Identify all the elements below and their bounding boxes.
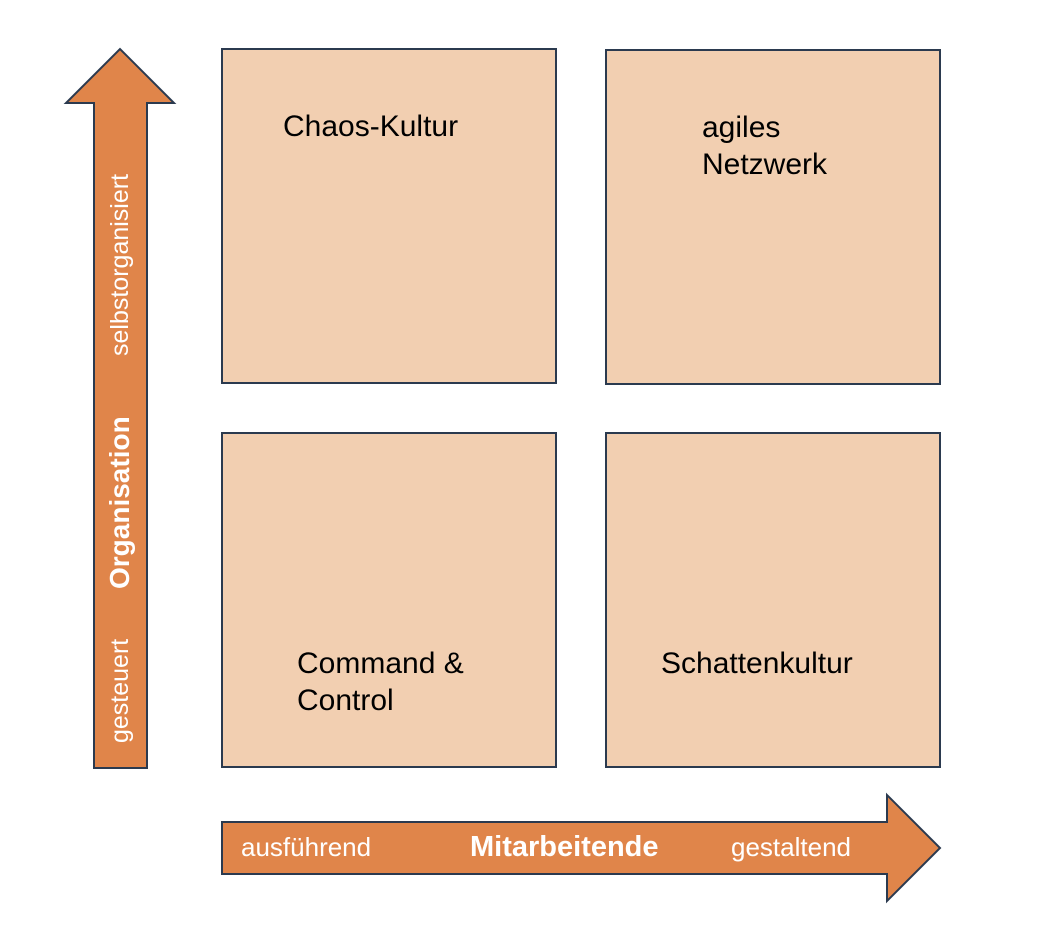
x-axis-high-label: gestaltend <box>731 832 851 862</box>
y-axis-title: Organisation <box>104 416 135 589</box>
quadrant-bottom-left: Command & Control <box>221 432 557 768</box>
quadrant-label-chaos-kultur: Chaos-Kultur <box>283 110 459 143</box>
x-axis-low-label: ausführend <box>241 832 372 862</box>
quadrant-label-agiles-netzwerk: agiles Netzwerk <box>702 111 828 181</box>
x-axis-title: Mitarbeitende <box>470 831 659 863</box>
quadrant-bottom-right: Schattenkultur <box>605 432 941 768</box>
quadrant-label-command-control: Command & Control <box>297 647 464 717</box>
y-axis-low-label: gesteuert <box>106 638 134 743</box>
y-axis-high-label: selbstorganisiert <box>106 173 134 356</box>
quadrant-label-schattenkultur: Schattenkultur <box>661 647 853 680</box>
quadrant-top-left: Chaos-Kultur <box>221 48 557 384</box>
quadrant-top-right: agiles Netzwerk <box>605 49 941 385</box>
